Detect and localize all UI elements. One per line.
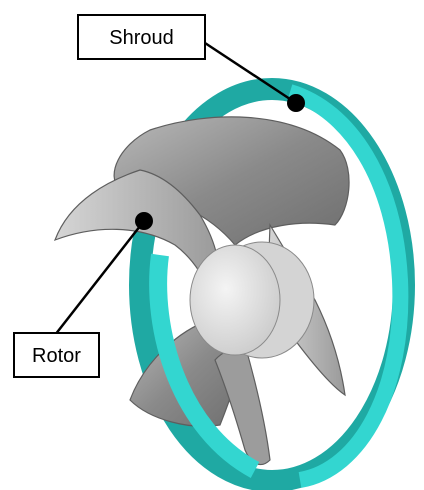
rotor-hub <box>190 245 280 355</box>
rotor-leader-dot <box>135 212 153 230</box>
rotor-label-text: Rotor <box>32 345 81 367</box>
shroud-label: Shroud <box>78 15 205 59</box>
shroud-leader-dot <box>287 94 305 112</box>
rotor-label: Rotor <box>14 333 99 377</box>
shroud-label-text: Shroud <box>109 27 174 49</box>
